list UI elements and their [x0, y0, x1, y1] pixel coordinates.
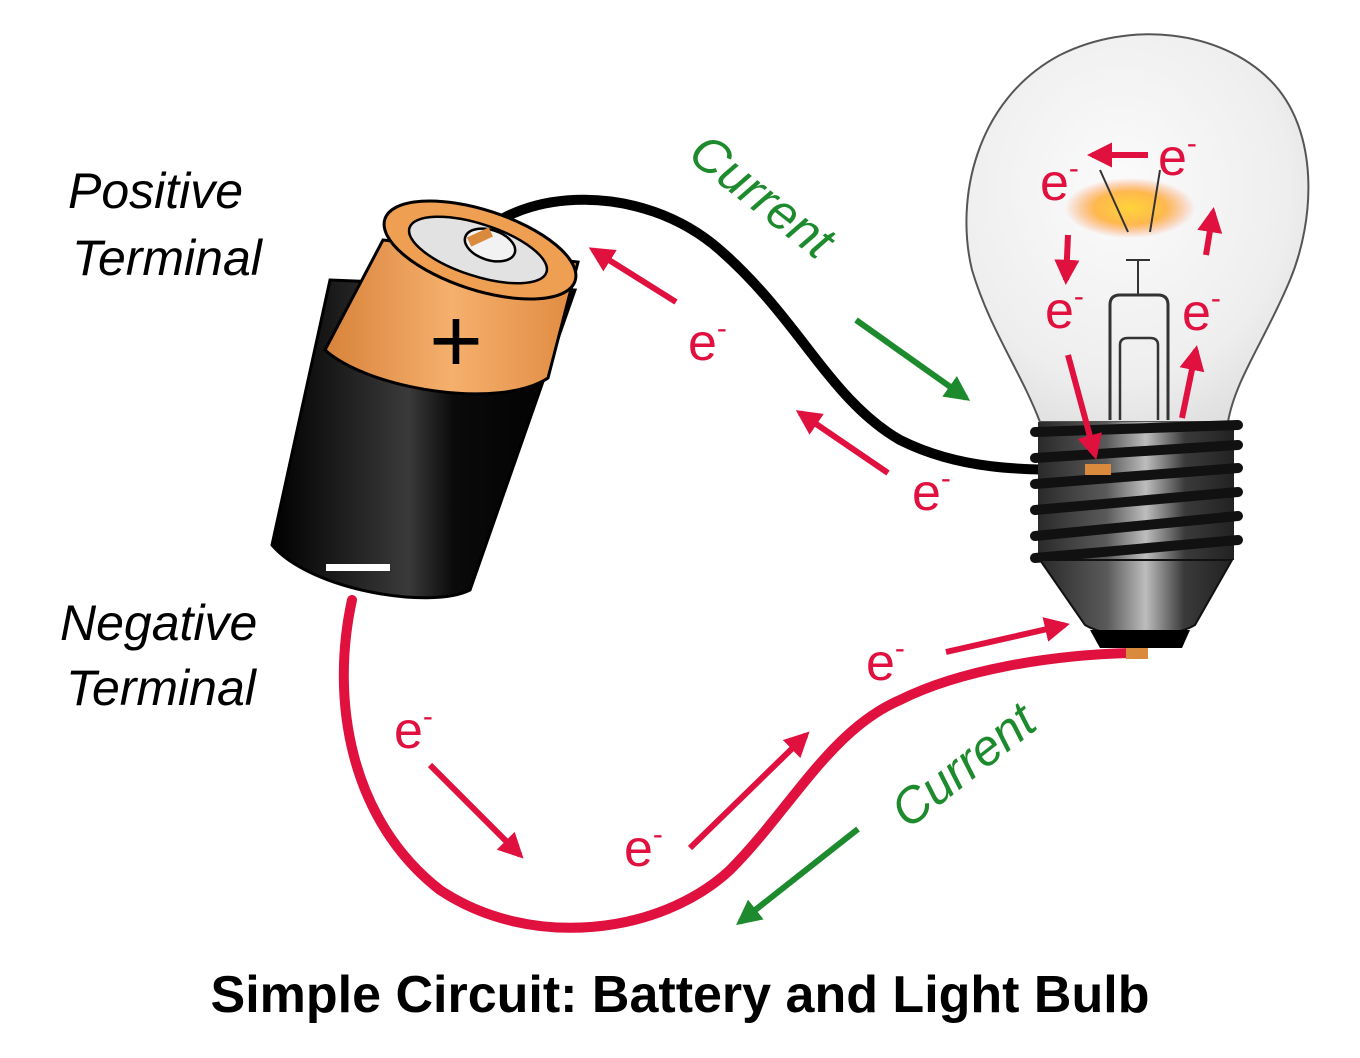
electron-arrow — [795, 410, 890, 476]
electron-arrow — [588, 247, 678, 305]
minus-symbol — [326, 564, 390, 571]
plus-symbol: + — [429, 290, 483, 392]
base-wire-contact — [1085, 464, 1111, 475]
light-bulb — [965, 33, 1310, 648]
electron-flow-arrows — [427, 142, 1223, 859]
current-flow-arrows — [736, 317, 971, 926]
wire-contact — [467, 227, 493, 247]
electron-arrow — [687, 731, 810, 851]
filament-glow — [1065, 178, 1195, 238]
filament-support — [1099, 169, 1170, 420]
electron-arrow — [1054, 234, 1080, 286]
electron-arrow — [1065, 354, 1102, 460]
negative-terminal-label: Negative Terminal — [60, 595, 271, 716]
current-arrow-bottom — [736, 826, 860, 926]
positive-terminal-label: Positive Terminal — [68, 163, 264, 286]
electron-label: e- — [624, 818, 663, 878]
electron-label: e- — [1040, 152, 1079, 212]
electron-arrow — [427, 762, 524, 859]
electron-labels: e- e- e- e- e- e- e- e- e- — [394, 127, 1221, 878]
current-arrow-top — [854, 317, 971, 401]
electron-arrow — [1197, 207, 1223, 256]
diagram-title: Simple Circuit: Battery and Light Bulb — [211, 966, 1150, 1024]
electron-arrow — [1179, 345, 1205, 419]
electron-label: e- — [394, 700, 433, 760]
positive-wire — [473, 194, 1095, 475]
current-label-top: Current — [679, 123, 847, 271]
electron-label: e- — [1045, 280, 1084, 340]
electron-label: e- — [688, 312, 727, 372]
current-label-bottom: Current — [880, 691, 1048, 839]
electron-arrow — [945, 617, 1070, 655]
electron-label: e- — [912, 462, 951, 522]
electron-label: e- — [1158, 127, 1197, 187]
negative-wire-contact — [1126, 648, 1148, 659]
battery: + — [270, 199, 580, 600]
negative-wire — [338, 595, 1135, 933]
electron-label: e- — [1182, 282, 1221, 342]
electron-label: e- — [866, 632, 905, 692]
bulb-screw-base — [1030, 420, 1243, 648]
